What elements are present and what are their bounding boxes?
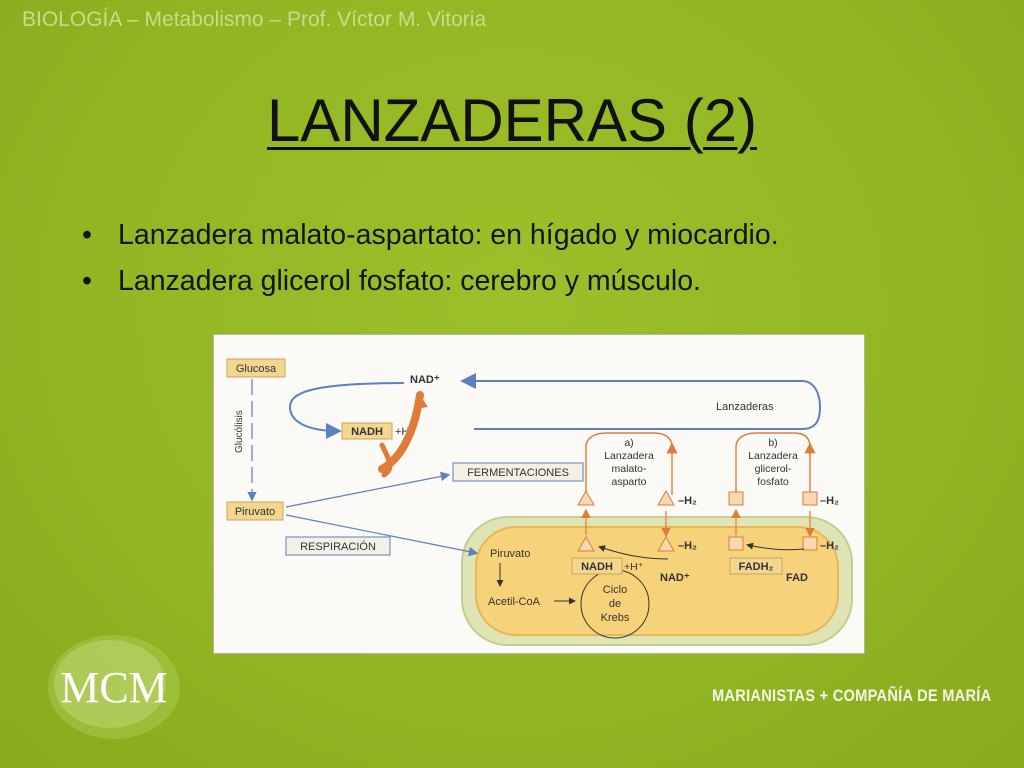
mitochondrion-matrix bbox=[475, 526, 839, 636]
svg-text:malato-: malato- bbox=[611, 463, 647, 475]
bullet-list: • Lanzadera malato-aspartato: en hígado y… bbox=[78, 212, 978, 304]
shuttle-b-square bbox=[728, 491, 744, 506]
logo-text: MCM bbox=[60, 663, 168, 712]
slide-title-text: LANZADERAS (2) bbox=[266, 87, 758, 154]
piruvato-left-box bbox=[226, 501, 284, 521]
fadh2-box bbox=[729, 557, 783, 575]
svg-text:Krebs: Krebs bbox=[601, 612, 630, 624]
piruvato-mito-label: Piruvato bbox=[490, 548, 530, 560]
bullet-item: • Lanzadera glicerol fosfato: cerebro y m… bbox=[78, 258, 978, 304]
plus-h-mito-label: +H⁺ bbox=[624, 561, 644, 573]
glucosa-label: Glucosa bbox=[236, 363, 277, 375]
to-mitochondria-arrow bbox=[285, 514, 479, 557]
fermentaciones-box bbox=[452, 462, 584, 482]
svg-text:glicerol-: glicerol- bbox=[755, 463, 792, 475]
svg-text:Lanzadera: Lanzadera bbox=[604, 450, 654, 462]
shuttle-a-label: a) bbox=[624, 437, 633, 449]
nad-mito-label: NAD⁺ bbox=[660, 572, 690, 584]
to-fermentaciones-arrow bbox=[285, 471, 451, 508]
glucosa-box bbox=[226, 358, 286, 378]
shuttle-diagram-svg: Glucosa Glucólisis Piruvato NAD⁺ NADH +H… bbox=[226, 358, 853, 646]
svg-text:Lanzadera: Lanzadera bbox=[748, 450, 798, 462]
nadh-mito-box bbox=[571, 557, 623, 575]
respiracion-box bbox=[285, 536, 391, 556]
nadh-mito-label: NADH bbox=[581, 561, 613, 573]
slide-header: BIOLOGÍA – Metabolismo – Prof. Víctor M.… bbox=[22, 8, 487, 31]
fad-label: FAD bbox=[786, 572, 808, 584]
bullet-dot: • bbox=[82, 219, 92, 251]
svg-text:asparto: asparto bbox=[611, 476, 646, 488]
bullet-item: • Lanzadera malato-aspartato: en hígado y… bbox=[78, 212, 978, 258]
nad-to-nadh-arrow bbox=[288, 382, 405, 439]
shuttle-b-label: b) bbox=[768, 437, 777, 449]
piruvato-left-label: Piruvato bbox=[235, 506, 275, 518]
shuttle-diagram: Glucosa Glucólisis Piruvato NAD⁺ NADH +H… bbox=[213, 334, 865, 654]
svg-text:–H₂: –H₂ bbox=[678, 540, 697, 552]
minus-h2-label: –H₂ bbox=[678, 495, 697, 507]
bullet-text: Lanzadera glicerol fosfato: cerebro y mú… bbox=[118, 265, 701, 297]
acetil-coa-label: Acetil-CoA bbox=[488, 596, 541, 608]
slide-title: LANZADERAS (2) bbox=[0, 86, 1024, 155]
shuttle-a-triangle bbox=[577, 489, 595, 506]
krebs-label: Ciclo bbox=[603, 584, 627, 596]
svg-text:fosfato: fosfato bbox=[757, 476, 789, 488]
fadh2-label: FADH₂ bbox=[739, 561, 774, 573]
lanzaderas-label: Lanzaderas bbox=[716, 401, 774, 413]
bullet-text: Lanzadera malato-aspartato: en hígado y … bbox=[118, 219, 779, 251]
svg-text:de: de bbox=[609, 598, 621, 610]
svg-text:–H₂: –H₂ bbox=[820, 540, 839, 552]
respiracion-label: RESPIRACIÓN bbox=[300, 540, 376, 553]
fermentaciones-label: FERMENTACIONES bbox=[467, 467, 569, 479]
nadh-label: NADH bbox=[351, 426, 383, 438]
bullet-dot: • bbox=[82, 265, 92, 297]
mcm-logo: MCM bbox=[48, 635, 180, 739]
svg-text:–H₂: –H₂ bbox=[820, 495, 839, 507]
nad-label: NAD⁺ bbox=[410, 374, 440, 386]
footer-brand: MARIANISTAS + COMPAÑÍA DE MARÍA bbox=[712, 686, 992, 705]
nadh-box bbox=[341, 422, 393, 440]
glucolisis-label: Glucólisis bbox=[234, 410, 245, 453]
